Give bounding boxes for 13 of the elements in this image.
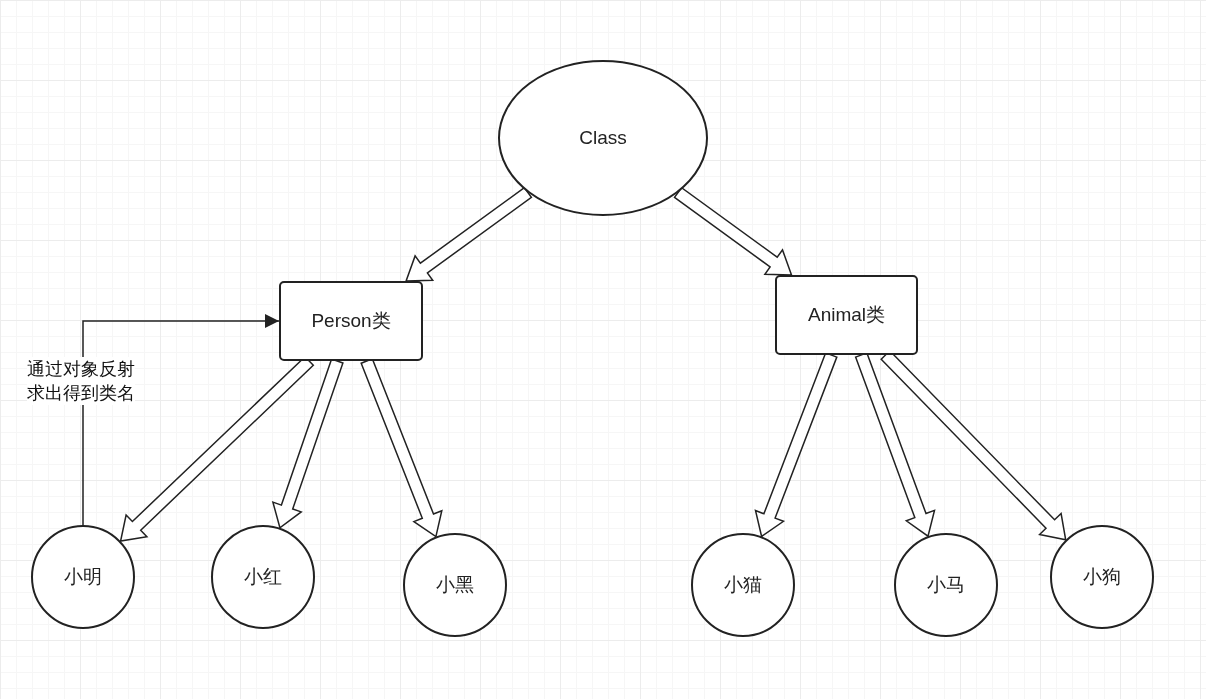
- class-box: Person类: [279, 281, 423, 361]
- edge-label: 通过对象反射求出得到类名: [27, 357, 135, 405]
- object-circle: 小明: [31, 525, 135, 629]
- class-box: Animal类: [775, 275, 918, 355]
- object-circle: 小黑: [403, 533, 507, 637]
- object-circle: 小狗: [1050, 525, 1154, 629]
- object-circle: 小马: [894, 533, 998, 637]
- hollow-arrow: [271, 358, 344, 530]
- object-circle: 小红: [211, 525, 315, 629]
- object-circle: 小猫: [691, 533, 795, 637]
- hollow-arrow: [673, 186, 793, 276]
- hollow-arrow: [405, 186, 533, 282]
- class-ellipse: Class: [498, 60, 708, 216]
